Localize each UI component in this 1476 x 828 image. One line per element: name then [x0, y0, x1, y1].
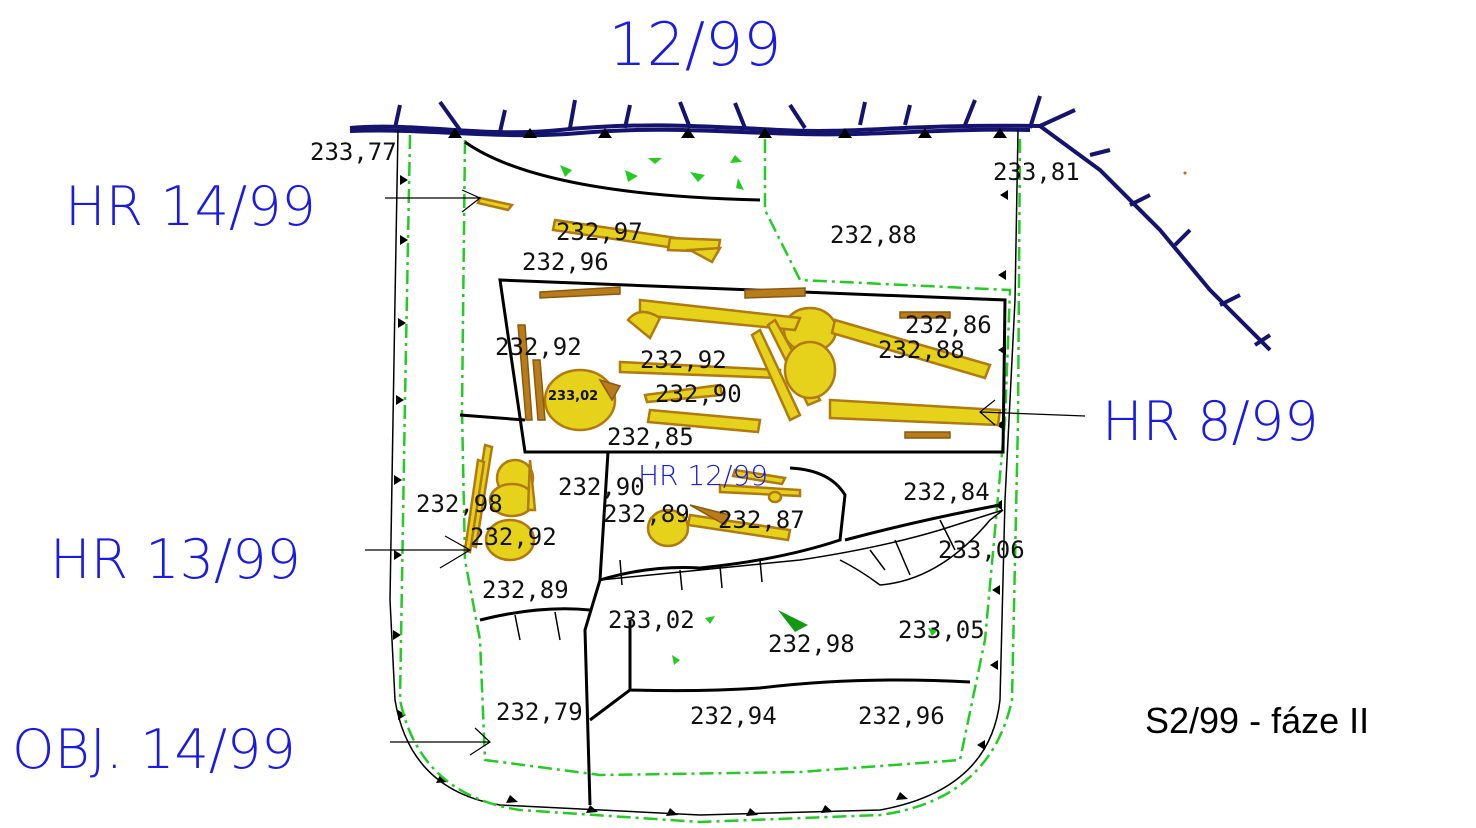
elevation-label: 233,77 — [310, 138, 397, 166]
plan-title: 12/99 — [609, 10, 782, 80]
elevation-label: 232,92 — [640, 346, 727, 374]
label-hr14: HR 14/99 — [65, 175, 316, 238]
elevation-label: 232,96 — [858, 702, 945, 730]
elevation-label: 233,02 — [608, 606, 695, 634]
elevation-label: 232,98 — [416, 490, 503, 518]
elevation-label: 232,89 — [603, 500, 690, 528]
feature-outline-green — [398, 134, 1022, 824]
grave-outline-green — [460, 135, 1012, 777]
label-obj14: OBJ. 14/99 — [12, 718, 296, 781]
elevation-label: 232,90 — [655, 380, 742, 408]
skeleton-hr8 — [517, 286, 1002, 439]
skeleton-hr13 — [463, 443, 537, 562]
elevation-label: 232,89 — [482, 576, 569, 604]
elevation-labels: 233,77 233,81 232,97 232,88 232,96 232,8… — [310, 138, 1080, 730]
label-hr13: HR 13/99 — [50, 528, 301, 591]
label-hr8: HR 8/99 — [1102, 390, 1319, 453]
elevation-label: 232,90 — [558, 473, 645, 501]
elevation-label: 232,97 — [556, 218, 643, 246]
elevation-label: 233,05 — [898, 616, 985, 644]
elevation-label: 232,84 — [903, 478, 990, 506]
elevation-label: 232,92 — [495, 333, 582, 361]
elevation-label: 232,87 — [718, 506, 805, 534]
trench-edge — [349, 95, 1272, 352]
leader-lines — [365, 189, 1086, 756]
elevation-label: 232,85 — [607, 423, 694, 451]
elevation-label: 232,79 — [496, 698, 583, 726]
elevation-label: 232,88 — [830, 221, 917, 249]
elevation-label: 232,92 — [470, 523, 557, 551]
elevation-label: 233,02 — [548, 389, 598, 404]
elevation-label: 233,81 — [993, 158, 1080, 186]
excavation-outline — [389, 129, 1019, 816]
outline-ticks — [393, 128, 1008, 816]
elevation-label: 232,86 — [905, 311, 992, 339]
phase-label: S2/99 - fáze II — [1145, 700, 1369, 741]
feature-lines — [459, 140, 1007, 806]
elevation-label: 232,88 — [878, 336, 965, 364]
label-hr12: HR 12/99 — [638, 459, 768, 492]
skeleton-hr14 — [476, 196, 723, 264]
survey-point — [1183, 171, 1187, 175]
elevation-label: 232,96 — [522, 248, 609, 276]
elevation-label: 232,98 — [768, 630, 855, 658]
elevation-label: 233,06 — [938, 536, 1025, 564]
skeleton-hr12 — [646, 468, 802, 548]
elevation-label: 232,94 — [690, 702, 777, 730]
green-marks — [560, 155, 938, 665]
